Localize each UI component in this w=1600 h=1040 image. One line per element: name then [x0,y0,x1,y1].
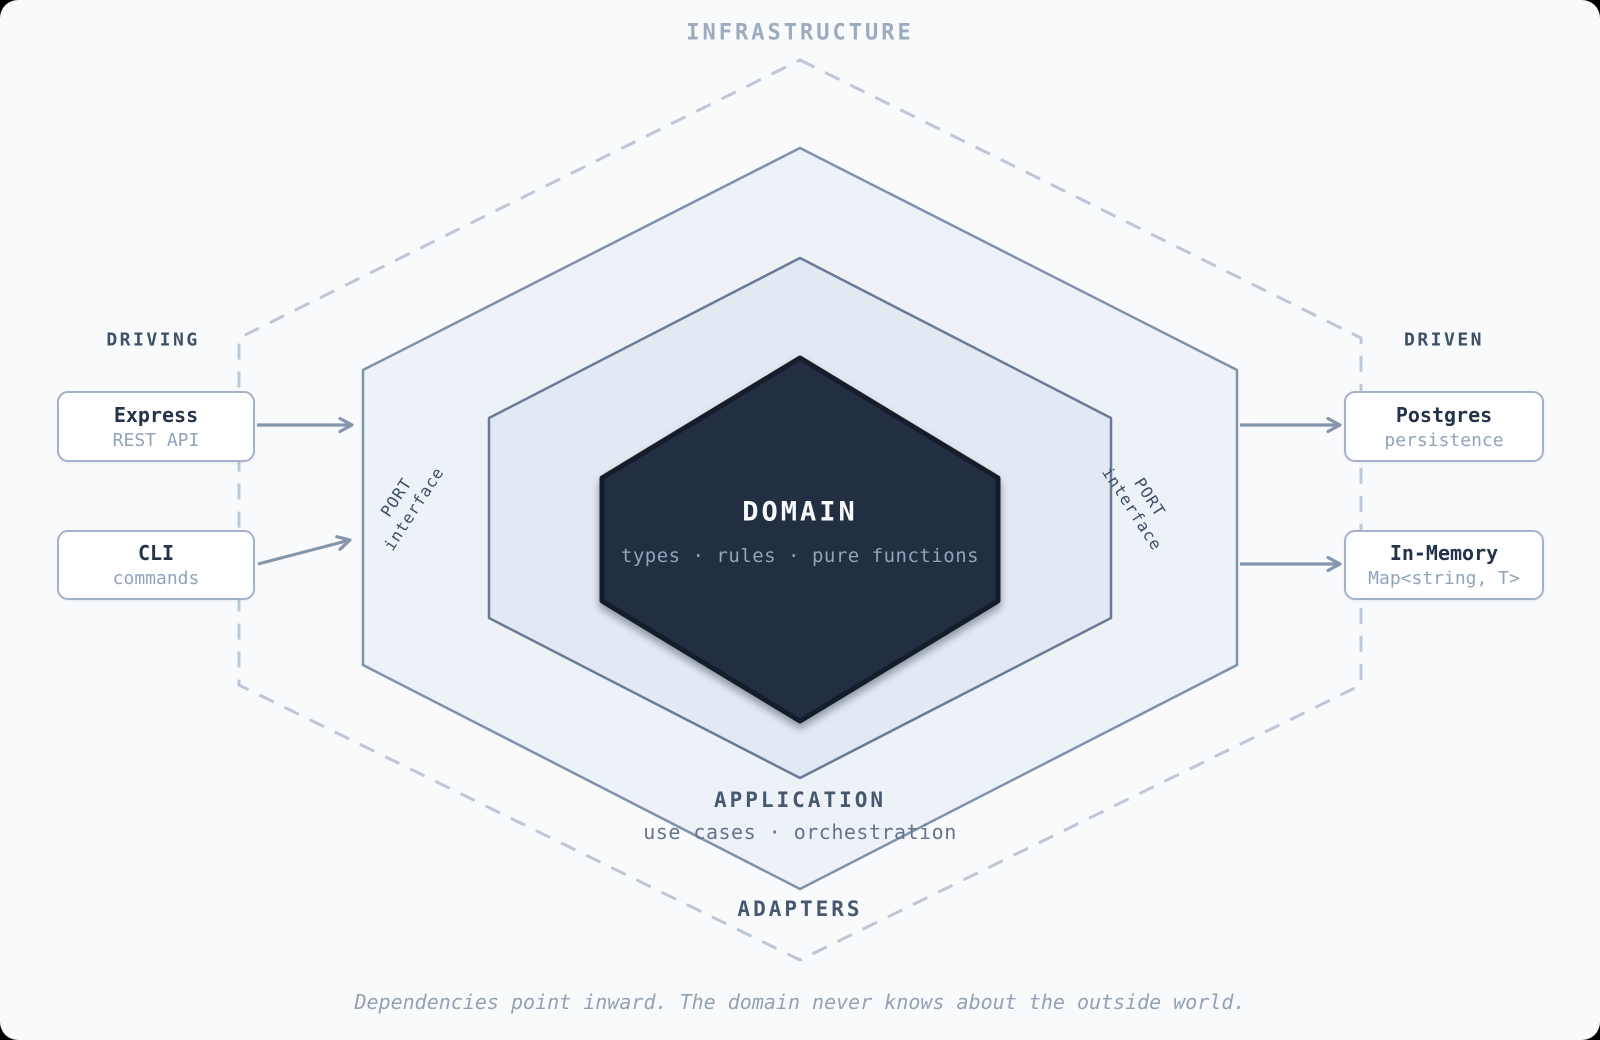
adapter-title: Postgres [1395,402,1493,427]
adapter-subtitle: REST API [112,429,200,451]
driven-label: DRIVEN [1403,329,1485,351]
adapter-box-postgres: Postgres persistence [1344,391,1544,462]
adapter-title: Express [113,402,199,427]
adapter-box-inmemory: In-Memory Map<string, T> [1344,530,1544,600]
domain-hexagon [599,355,1001,724]
adapter-subtitle: persistence [1384,429,1504,451]
infrastructure-hexagon [237,58,1363,962]
adapter-box-express: Express REST API [57,391,255,462]
arrow-cli-to-port [257,535,352,566]
infrastructure-label: INFRASTRUCTURE [686,20,914,46]
domain-title: DOMAIN [742,496,858,528]
adapter-title: In-Memory [1389,541,1499,565]
domain-subtitle: types · rules · pure functions [620,545,980,567]
application-sublabel: use cases · orchestration [643,820,957,844]
adapter-title: CLI [137,541,175,565]
footer-caption: Dependencies point inward. The domain ne… [354,990,1246,1014]
adapter-subtitle: commands [112,568,200,589]
application-label: APPLICATION [713,788,887,812]
adapter-box-cli: CLI commands [57,530,255,600]
adapters-label: ADAPTERS [737,897,863,921]
driving-label: DRIVING [106,329,200,351]
adapter-subtitle: Map<string, T> [1368,568,1520,589]
